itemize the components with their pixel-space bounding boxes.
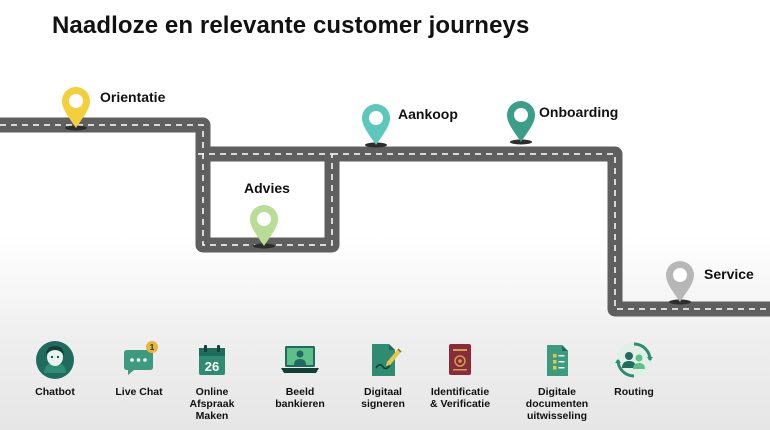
- pin-advies: [250, 205, 278, 249]
- channel-label: Online Afspraak Maken: [189, 386, 235, 422]
- passport-icon: [449, 344, 471, 375]
- calendar-day: 26: [205, 359, 219, 374]
- video-banking-icon: [281, 346, 319, 373]
- stage-label-orientatie: Orientatie: [100, 89, 166, 105]
- channel-label: Identificatie & Verificatie: [429, 386, 491, 410]
- road-surface: [0, 117, 770, 317]
- channel-label: Digitaal signeren: [361, 386, 405, 410]
- stage-label-aankoop: Aankoop: [398, 106, 458, 122]
- page-title: Naadloze en relevante customer journeys: [52, 12, 530, 39]
- channel-chatbot[interactable]: Chatbot: [7, 340, 103, 398]
- document-exchange-icon: [547, 345, 568, 376]
- stage-label-service: Service: [704, 266, 754, 282]
- channel-label: Routing: [614, 386, 654, 398]
- channel-label: Live Chat: [115, 386, 163, 398]
- road: [0, 117, 770, 317]
- channel-identificatie-verificatie[interactable]: Identificatie & Verificatie: [412, 340, 508, 410]
- pin-aankoop: [362, 104, 390, 148]
- routing-icon: [615, 342, 653, 378]
- stage-label-onboarding: Onboarding: [539, 104, 619, 120]
- pin-orientatie: [62, 87, 90, 131]
- channel-routing[interactable]: Routing: [586, 340, 682, 398]
- signing-icon: [372, 344, 402, 376]
- calendar-icon: 26: [199, 345, 225, 375]
- live-chat-icon: 1: [124, 341, 158, 375]
- channel-online-afspraak[interactable]: 26 Online Afspraak Maken: [164, 340, 260, 422]
- pin-service: [666, 261, 694, 305]
- channel-label: Beeld bankieren: [275, 386, 325, 410]
- chatbot-icon: [36, 341, 74, 379]
- channel-digitale-documenten[interactable]: Digitale documenten uitwisseling: [509, 340, 605, 422]
- channel-label: Digitale documenten uitwisseling: [525, 386, 589, 422]
- channel-label: Chatbot: [35, 386, 75, 398]
- live-chat-badge: 1: [150, 343, 155, 352]
- channel-digitaal-signeren[interactable]: Digitaal signeren: [335, 340, 431, 410]
- channel-live-chat[interactable]: 1 Live Chat: [91, 340, 187, 398]
- channel-beeld-bankieren[interactable]: Beeld bankieren: [252, 340, 348, 410]
- stage-label-advies: Advies: [244, 180, 290, 196]
- pin-onboarding: [507, 101, 535, 145]
- journey-road-map: [0, 87, 770, 317]
